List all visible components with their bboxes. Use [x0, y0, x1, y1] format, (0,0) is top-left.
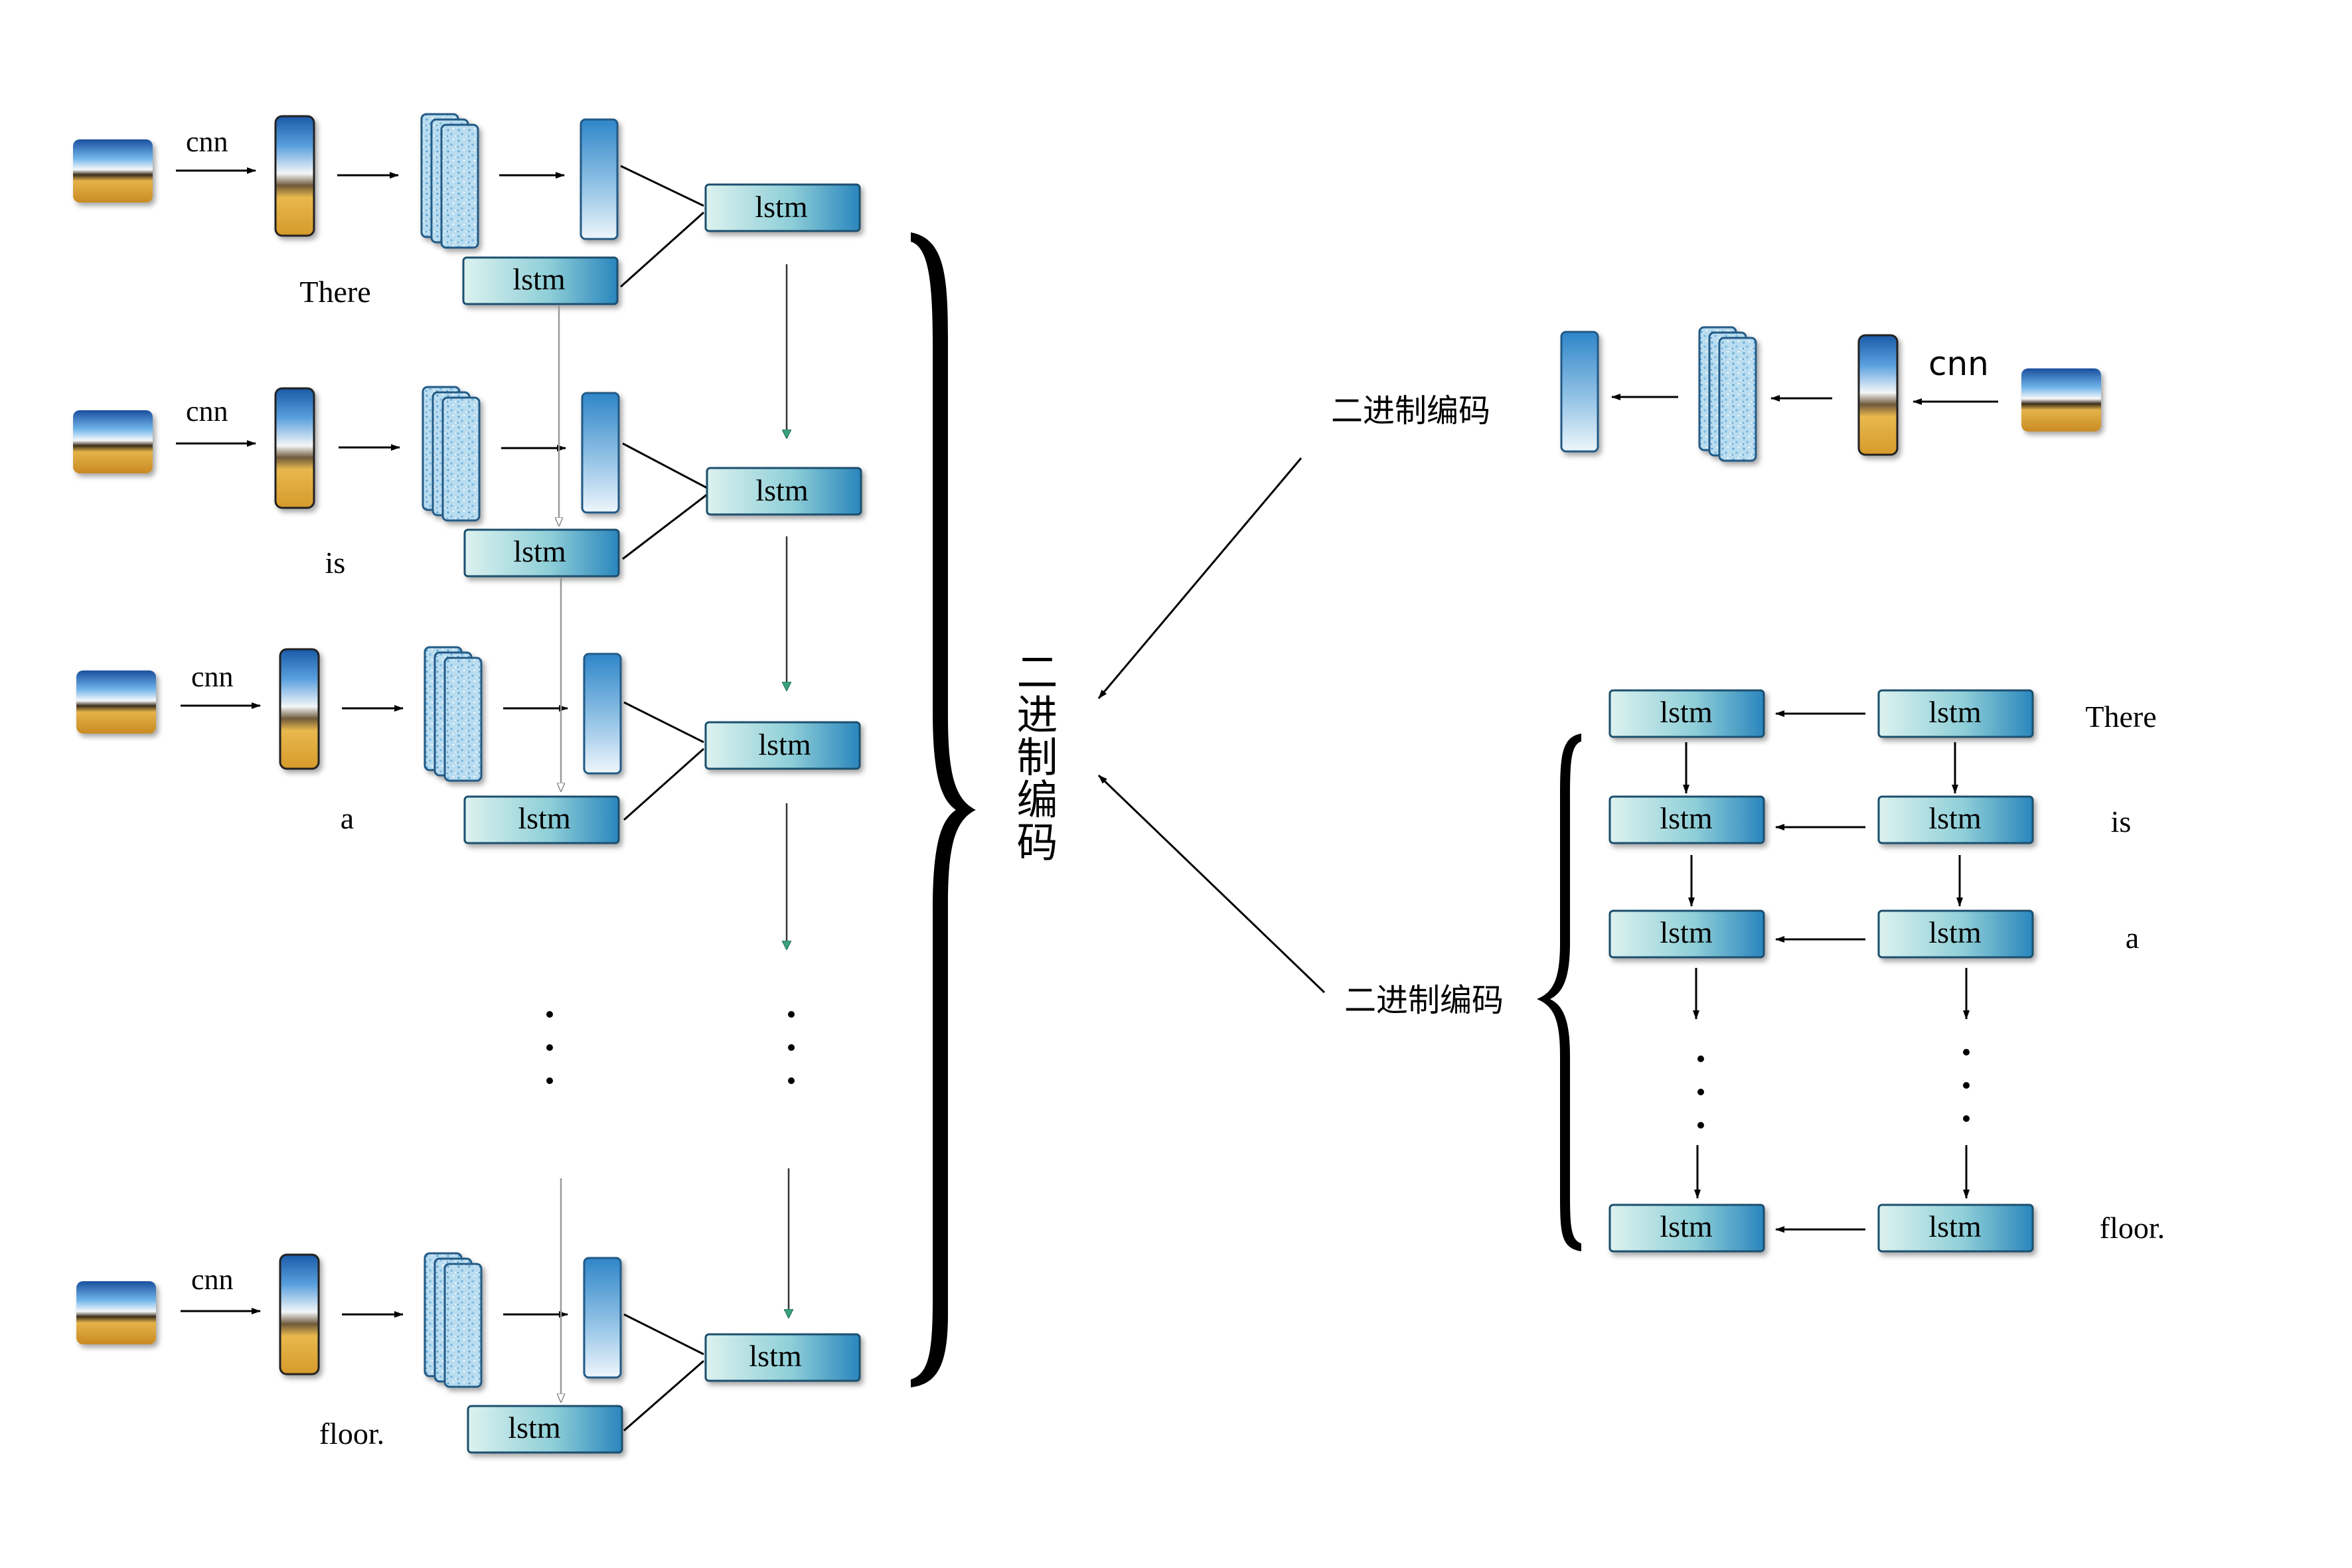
lstm-cell: lstm — [704, 721, 861, 770]
word-label: floor. — [319, 1417, 384, 1450]
lstm-cell: lstm — [463, 795, 620, 844]
feature-maps-stack — [1698, 326, 1757, 462]
feature-vector — [1560, 331, 1599, 453]
word-label: is — [2111, 805, 2132, 838]
connector — [623, 1360, 704, 1432]
lstm-cell: lstm — [704, 183, 861, 232]
feature-vector — [581, 392, 620, 514]
connector — [623, 1313, 704, 1356]
ellipsis-dots — [546, 1011, 795, 1084]
lstm-grid-right: lstm lstm lstm lstm — [1877, 689, 2034, 1253]
row-a: cnn lstm lstm a — [76, 646, 861, 844]
binary-code-vertical-label: 二进制编码 — [1010, 651, 1058, 863]
input-image — [76, 1281, 156, 1344]
binary-code-label: 二进制编码 — [1344, 982, 1504, 1019]
lstm-cell: lstm — [463, 528, 620, 578]
input-image — [73, 410, 153, 473]
lstm-cell: lstm — [462, 256, 619, 305]
cnn-feature-strip — [274, 387, 315, 509]
curly-brace — [911, 232, 976, 1387]
cnn-feature-strip — [274, 115, 315, 237]
arrow — [1097, 774, 1326, 994]
lstm-label: lstm — [1660, 801, 1712, 835]
row-floor: cnn lstm lstm floor. — [76, 1252, 861, 1454]
lstm-cell: lstm — [704, 1333, 861, 1382]
lstm-cell: lstm — [1877, 1204, 2034, 1253]
word-label: is — [325, 546, 346, 580]
lstm-label: lstm — [518, 801, 570, 835]
lstm-cell: lstm — [467, 1405, 623, 1454]
cnn-label: cnn — [191, 1263, 234, 1296]
lstm-cell: lstm — [1877, 909, 2034, 959]
word-label: There — [299, 275, 370, 309]
cnn-label: cnn — [186, 125, 228, 158]
feature-maps-stack — [422, 386, 481, 522]
connector — [619, 211, 705, 288]
lstm-cell: lstm — [706, 467, 862, 516]
lstm-label: lstm — [758, 728, 811, 761]
binary-code-label: 二进制编码 — [1331, 392, 1490, 430]
cnn-feature-strip — [279, 1253, 320, 1375]
lstm-label: lstm — [1660, 1210, 1712, 1243]
lstm-label: lstm — [755, 190, 807, 224]
top-right-pipeline: 二进制编码 cnn — [1331, 326, 2101, 462]
feature-maps-stack — [420, 113, 479, 249]
lstm-label: lstm — [1928, 801, 1981, 835]
lstm-label: lstm — [755, 473, 808, 507]
feature-vector — [580, 118, 619, 240]
lstm-label: lstm — [1928, 695, 1981, 729]
lstm-cell: lstm — [1608, 795, 1765, 844]
lstm-cell: lstm — [1877, 689, 2034, 738]
input-image — [73, 139, 153, 202]
feature-maps-stack — [424, 1252, 483, 1388]
feature-vector — [583, 1257, 622, 1379]
lstm-label: lstm — [508, 1411, 560, 1445]
word-label: floor. — [2100, 1211, 2165, 1245]
arrow — [1097, 457, 1302, 699]
lstm-cell: lstm — [1877, 795, 2034, 844]
lstm-label: lstm — [513, 534, 566, 568]
lstm-label: lstm — [1928, 1210, 1981, 1243]
lstm-cell: lstm — [1608, 909, 1765, 959]
word-label: a — [341, 801, 354, 835]
connector — [620, 165, 704, 207]
lstm-cell: lstm — [1608, 689, 1765, 738]
curly-brace-small — [1537, 734, 1581, 1251]
lstm-label: lstm — [749, 1339, 801, 1373]
connector — [623, 701, 704, 744]
lstm-label: lstm — [1660, 915, 1712, 949]
cnn-feature-strip — [1857, 334, 1899, 456]
lstm-label: lstm — [1660, 695, 1712, 729]
word-label: a — [2126, 921, 2139, 955]
feature-maps-stack — [424, 646, 483, 782]
connector — [622, 442, 708, 489]
row-is: cnn lstm lstm is — [73, 386, 862, 580]
lstm-cell: lstm — [1608, 1204, 1765, 1253]
cnn-label: cnn — [191, 661, 234, 693]
cnn-label: cnn — [186, 395, 228, 428]
lstm-label: lstm — [1928, 915, 1981, 949]
row-there: cnn lstm lstm There — [73, 113, 861, 309]
connector — [622, 493, 708, 560]
connector — [623, 747, 704, 821]
cnn-label: cnn — [1928, 345, 1989, 383]
cnn-feature-strip — [279, 648, 320, 770]
word-label: There — [2085, 700, 2156, 734]
ellipsis-dots — [1697, 1049, 1970, 1129]
input-image — [2021, 368, 2101, 431]
lstm-grid-left: lstm lstm lstm lstm — [1608, 689, 1765, 1253]
lstm-label: lstm — [512, 262, 565, 296]
input-image — [76, 670, 156, 734]
feature-vector — [583, 653, 622, 775]
